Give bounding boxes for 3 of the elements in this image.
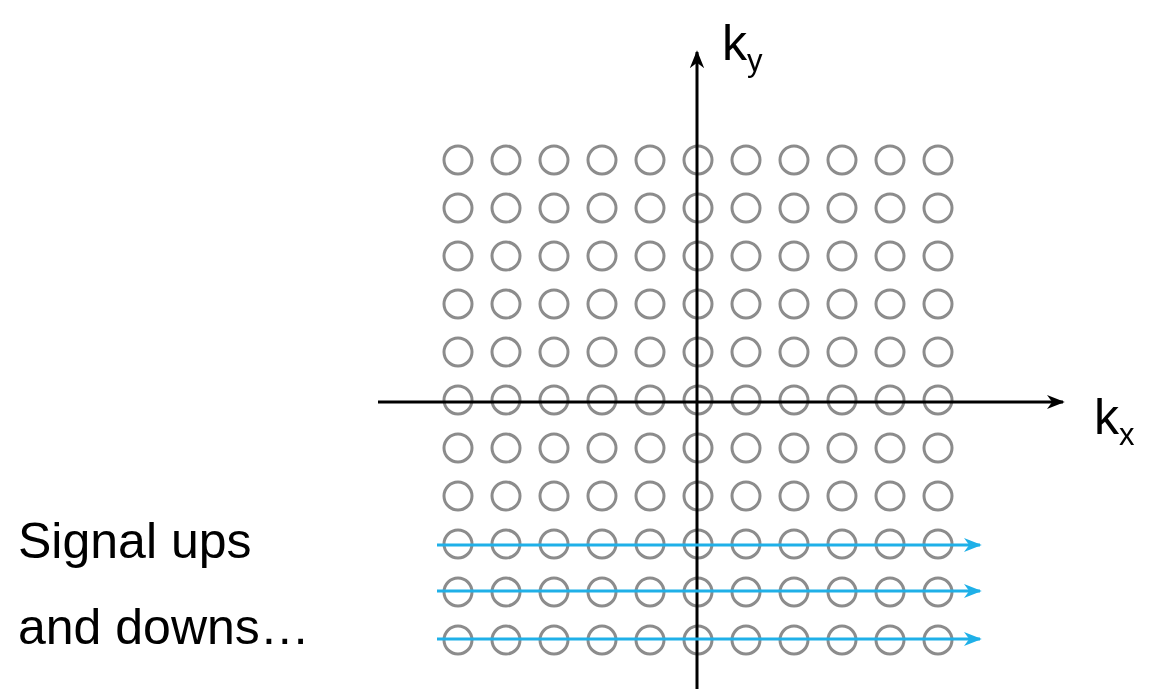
annotation-text: Signal ups and downs… <box>18 512 311 657</box>
axis-label: k$_{y}$ <box>722 18 763 76</box>
axis-label: k$_{x}$ <box>1094 392 1135 450</box>
